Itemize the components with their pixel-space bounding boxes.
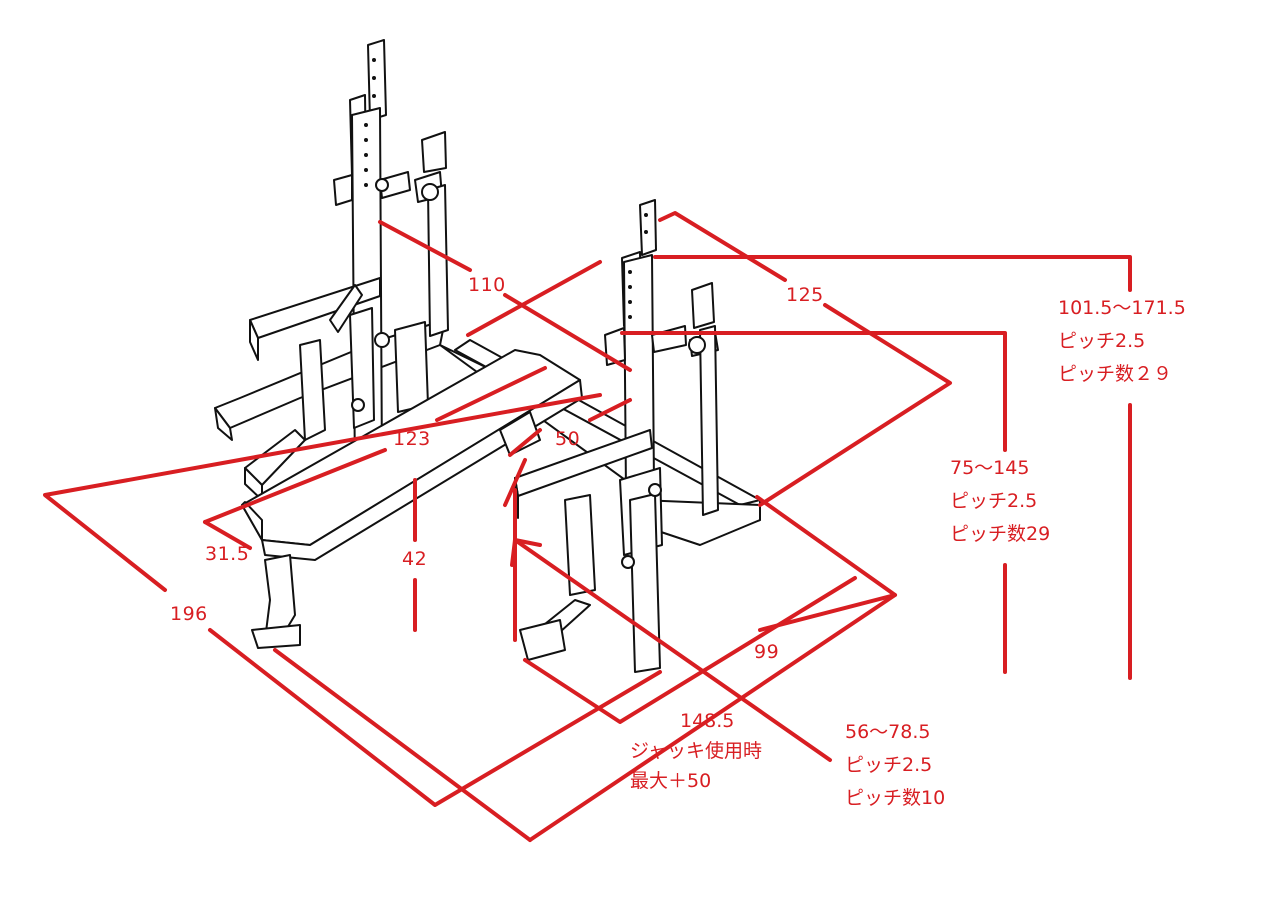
- dim-50-line-b: [508, 428, 542, 457]
- upright-height-pitch: ピッチ2.5: [1058, 330, 1146, 352]
- dim-123-line: [435, 366, 547, 422]
- dim-196-line-b: [208, 628, 662, 807]
- upright-height-range: 101.5～171.5: [1058, 297, 1186, 319]
- dim-outer-line-b: [273, 648, 532, 842]
- dim-148_5-line-b: [503, 458, 527, 507]
- dimension-lines: [43, 211, 1132, 842]
- dim-110-label: 110: [468, 274, 506, 296]
- dim-50-line: [588, 398, 632, 422]
- dim-31_5-label: 31.5: [205, 543, 250, 565]
- jack-width-max: 最大＋50: [630, 770, 712, 792]
- dim-rest-height-line: [513, 538, 832, 762]
- rest-height-count: ピッチ数10: [845, 787, 946, 809]
- safety-height-range: 75～145: [950, 457, 1030, 479]
- right-upright: [514, 199, 719, 673]
- dim-safety-height-line: [620, 331, 1007, 452]
- jack-width-block: 148.5 ジャッキ使用時 最大＋50: [630, 706, 762, 796]
- dim-125-line: [658, 211, 787, 282]
- rest-height-block: 56～78.5 ピッチ2.5 ピッチ数10: [845, 716, 945, 815]
- dim-99-label: 99: [754, 641, 780, 663]
- upright-height-count: ピッチ数２９: [1058, 363, 1173, 385]
- dim-125-label: 125: [786, 284, 824, 306]
- dim-110-line: [378, 220, 472, 272]
- dim-196-line: [43, 393, 602, 592]
- jack-width-value: 148.5: [680, 710, 735, 732]
- safety-height-block: 75～145 ピッチ2.5 ピッチ数29: [950, 452, 1050, 551]
- dim-42-label: 42: [402, 548, 428, 570]
- dim-123-label: 123: [393, 428, 431, 450]
- jack-width-note: ジャッキ使用時: [630, 740, 763, 762]
- dim-upright-height-line: [653, 255, 1132, 292]
- dim-outer-line: [528, 593, 897, 842]
- safety-height-count: ピッチ数29: [950, 523, 1051, 545]
- dim-50-label: 50: [555, 428, 581, 450]
- dim-110-line-b: [503, 293, 632, 372]
- equipment-drawing: [214, 39, 761, 673]
- flat-bench: [241, 349, 583, 649]
- rest-height-pitch: ピッチ2.5: [845, 754, 933, 776]
- safety-height-pitch: ピッチ2.5: [950, 490, 1038, 512]
- dim-31_5-line: [203, 520, 252, 550]
- dim-196-label: 196: [170, 603, 208, 625]
- dim-rest-height-arrow: [510, 538, 542, 567]
- upright-height-block: 101.5～171.5 ピッチ2.5 ピッチ数２９: [1058, 292, 1186, 391]
- dim-rear-width-line: [466, 260, 602, 337]
- rest-height-range: 56～78.5: [845, 721, 931, 743]
- dim-123-line-b: [203, 448, 387, 524]
